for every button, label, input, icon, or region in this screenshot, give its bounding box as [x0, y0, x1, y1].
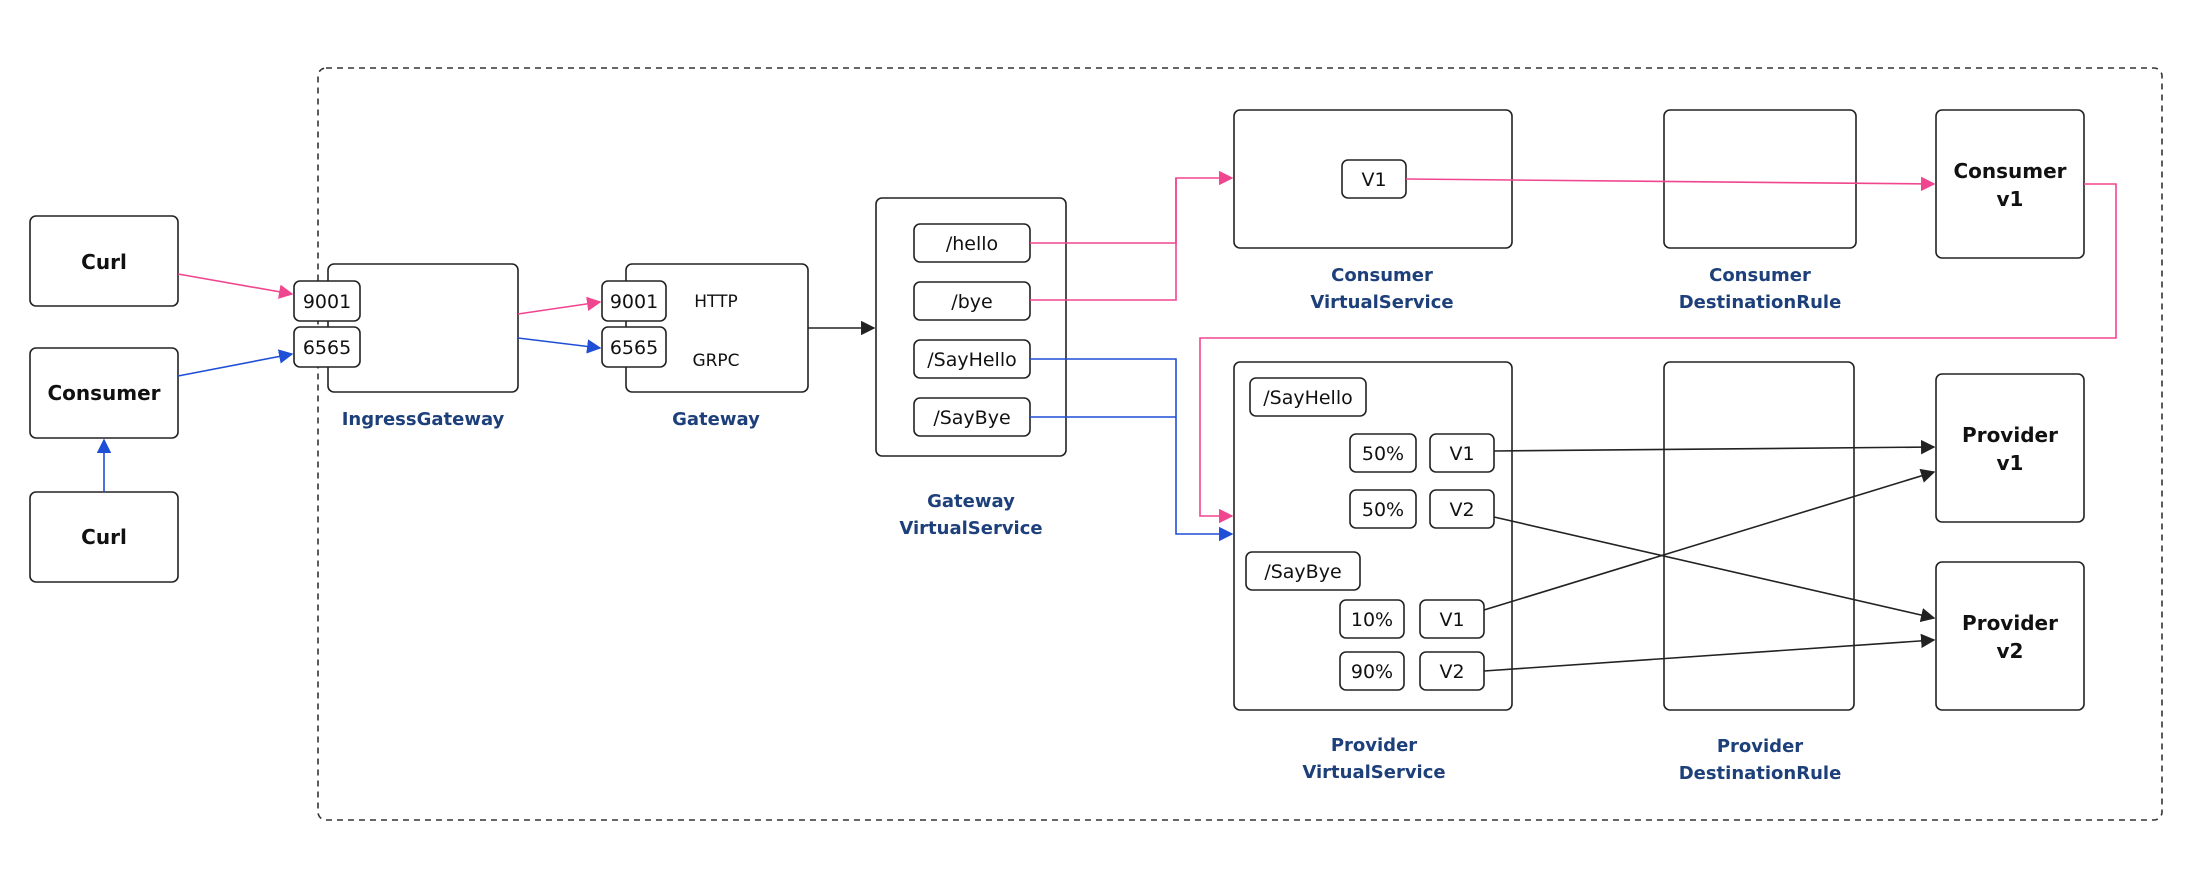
- provider-dr-caption-line1: Provider: [1717, 736, 1803, 757]
- provider-v2-label-line2: v2: [1997, 639, 2024, 663]
- edge-consumer-to-ingress-6565: [177, 349, 294, 377]
- gateway-port-9001: [601, 280, 667, 322]
- consumer-virtualservice-node: V1: [1233, 109, 1513, 249]
- saybye-version-1: [1419, 599, 1485, 639]
- edge-ingress-to-gateway-9001: [517, 296, 602, 315]
- gateway-protocol-grpc: GRPC: [692, 351, 739, 371]
- gateway-protocol-http: HTTP: [694, 292, 738, 312]
- curl-top-node: Curl: [29, 215, 179, 307]
- provider-route-saybye-label: /SayBye: [1264, 561, 1341, 583]
- ingress-port-9001: [293, 280, 361, 322]
- gateway-port-9001-label: 9001: [610, 291, 658, 313]
- sayhello-weight-1-label: 50%: [1362, 443, 1404, 465]
- consumer-client-node: Consumer: [29, 347, 179, 439]
- saybye-version-1-label: V1: [1439, 609, 1464, 631]
- gateway-caption: Gateway: [672, 409, 760, 430]
- edge-consumer-v1-to-provider-vs: [1199, 183, 2117, 524]
- route-bye-label: /bye: [951, 291, 992, 313]
- ingress-port-6565-label: 6565: [303, 337, 351, 359]
- route-sayhello-label: /SayHello: [927, 349, 1017, 371]
- saybye-weight-2-label: 90%: [1351, 661, 1393, 683]
- consumer-v1-label-line2: v1: [1997, 187, 2024, 211]
- edge-ingress-to-gateway-6565: [517, 337, 602, 354]
- provider-v1-label-line1: Provider: [1962, 423, 2058, 447]
- ingress-gateway-node: 9001 6565: [293, 263, 519, 393]
- provider-vs-caption-line1: Provider: [1331, 735, 1417, 756]
- curl-top-label: Curl: [81, 250, 127, 274]
- consumer-dr-caption-line2: DestinationRule: [1679, 292, 1842, 313]
- consumer-destinationrule-node: [1663, 109, 1857, 249]
- gateway-vs-caption-line2: VirtualService: [899, 518, 1042, 539]
- curl-bottom-label: Curl: [81, 525, 127, 549]
- sayhello-weight-2: [1349, 489, 1417, 529]
- edge-curl-to-ingress-9001: [177, 273, 294, 299]
- provider-vs-caption-line2: VirtualService: [1302, 762, 1445, 783]
- route-saybye-label: /SayBye: [933, 407, 1010, 429]
- gateway-vs-caption-line1: Gateway: [927, 491, 1015, 512]
- sayhello-version-1: [1429, 433, 1495, 473]
- edge-bye-to-consumer-vs: [1030, 178, 1177, 301]
- consumer-dr-caption-line1: Consumer: [1709, 265, 1811, 286]
- edge-sayhello-v1-to-provider-v1: [1493, 439, 1936, 455]
- provider-route-sayhello-label: /SayHello: [1263, 387, 1353, 409]
- provider-route-sayhello: [1249, 377, 1367, 417]
- saybye-version-2-label: V2: [1439, 661, 1464, 683]
- gateway-port-6565: [601, 326, 667, 368]
- ingress-port-6565: [293, 326, 361, 368]
- ingress-port-9001-label: 9001: [303, 291, 351, 313]
- sayhello-version-2-label: V2: [1449, 499, 1474, 521]
- sayhello-version-1-label: V1: [1449, 443, 1474, 465]
- provider-virtualservice-node: /SayHello 50% V1 50% V2 /SayBye 10% V1 9…: [1233, 361, 1513, 711]
- route-hello-label: /hello: [946, 233, 998, 255]
- provider-route-saybye: [1245, 551, 1361, 591]
- provider-dr-caption-line2: DestinationRule: [1679, 763, 1842, 784]
- gateway-node: 9001 6565 HTTP GRPC: [601, 263, 809, 393]
- sayhello-weight-2-label: 50%: [1362, 499, 1404, 521]
- edge-saybye-v2-to-provider-v2: [1483, 633, 1936, 672]
- mesh-boundary: [317, 67, 2163, 821]
- consumer-client-label: Consumer: [47, 381, 160, 405]
- saybye-weight-1: [1339, 599, 1405, 639]
- gateway-virtualservice-node: /hello /bye /SayHello /SayBye: [875, 197, 1067, 457]
- consumer-v1-label-line1: Consumer: [1953, 159, 2066, 183]
- edge-sayhello-to-provider-vs: [1030, 358, 1234, 542]
- provider-v2-label-line1: Provider: [1962, 611, 2058, 635]
- provider-destinationrule-node: [1663, 361, 1855, 711]
- provider-v1-label-line2: v1: [1997, 451, 2024, 475]
- consumer-v1-node: Consumer v1: [1935, 109, 2085, 259]
- saybye-weight-1-label: 10%: [1351, 609, 1393, 631]
- saybye-weight-2: [1339, 651, 1405, 691]
- edge-consumer-vs-to-consumer-v1: [1405, 176, 1936, 192]
- provider-v2-node: Provider v2: [1935, 561, 2085, 711]
- sayhello-version-2: [1429, 489, 1495, 529]
- route-bye: [913, 281, 1031, 321]
- consumer-vs-caption-line1: Consumer: [1331, 265, 1433, 286]
- gateway-port-6565-label: 6565: [610, 337, 658, 359]
- consumer-vs-v1-label: V1: [1361, 169, 1386, 191]
- sayhello-weight-1: [1349, 433, 1417, 473]
- curl-bottom-node: Curl: [29, 491, 179, 583]
- edge-saybye-v1-to-provider-v1: [1483, 468, 1936, 611]
- edge-sayhello-v2-to-provider-v2: [1493, 516, 1936, 623]
- consumer-vs-caption-line2: VirtualService: [1310, 292, 1453, 313]
- provider-v1-node: Provider v1: [1935, 373, 2085, 523]
- ingress-gateway-caption: IngressGateway: [342, 409, 505, 430]
